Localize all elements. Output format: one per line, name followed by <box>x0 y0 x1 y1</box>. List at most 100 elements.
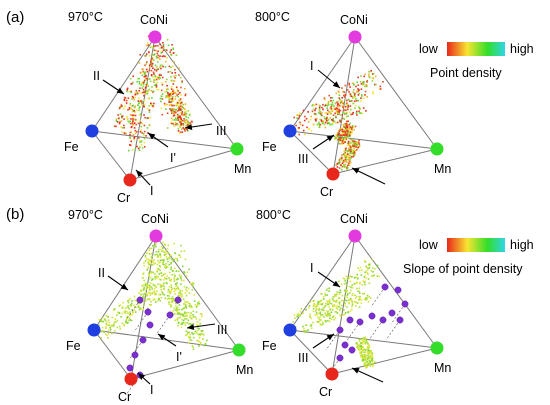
cloud-point <box>192 323 195 325</box>
cloud-point <box>147 117 149 119</box>
cloud-point <box>181 119 184 122</box>
cloud-point <box>305 117 308 120</box>
vertex-label-mn: Mn <box>236 363 253 377</box>
cloud-point <box>169 292 171 295</box>
cloud-point <box>347 149 350 152</box>
cloud-point <box>312 103 314 106</box>
cloud-point <box>182 123 185 125</box>
cloud-point <box>357 146 360 149</box>
cloud-point <box>143 264 145 267</box>
cloud-point <box>179 98 182 100</box>
cloud-point <box>321 114 323 117</box>
cloud-point <box>172 299 174 302</box>
cloud-point <box>198 302 201 305</box>
cloud-point <box>157 276 159 278</box>
cloud-point <box>132 116 134 118</box>
cloud-point <box>361 284 363 286</box>
cloud-point <box>341 134 344 137</box>
cloud-point <box>168 93 171 96</box>
cloud-point <box>326 107 328 109</box>
cloud-point <box>338 159 341 161</box>
cloud-point <box>368 75 370 77</box>
cloud-point <box>349 93 351 95</box>
cloud-point <box>175 270 178 272</box>
cloud-point <box>184 111 186 114</box>
cloud-point <box>346 129 348 132</box>
cloud-point <box>126 88 128 91</box>
cloud-point <box>355 98 357 100</box>
cloud-point <box>148 88 150 91</box>
cloud-point <box>336 299 338 302</box>
cloud-point <box>150 286 153 288</box>
vertex-coni-marker <box>148 30 162 44</box>
cloud-point <box>343 91 345 93</box>
cloud-point <box>170 262 172 265</box>
cloud-point <box>159 43 161 46</box>
cloud-point <box>162 55 165 57</box>
cloud-point <box>304 133 306 136</box>
cloud-point <box>181 81 183 84</box>
cloud-point <box>191 332 193 334</box>
cloud-point <box>118 117 120 119</box>
cloud-point <box>331 110 334 112</box>
cloud-point <box>133 106 136 109</box>
cloud-point <box>338 297 341 299</box>
cloud-point <box>346 150 349 152</box>
cloud-point <box>173 112 175 115</box>
cloud-point <box>353 84 355 86</box>
cloud-point <box>296 114 298 116</box>
cloud-point <box>151 65 153 68</box>
cloud-point <box>331 97 334 99</box>
cloud-point <box>131 114 134 116</box>
cloud-point <box>363 359 365 361</box>
cloud-point <box>341 136 344 139</box>
cloud-point <box>174 252 177 255</box>
cloud-point <box>180 128 183 130</box>
cloud-point <box>183 250 186 252</box>
cloud-point <box>294 317 296 319</box>
cloud-point <box>185 275 188 277</box>
cloud-point <box>180 121 182 124</box>
edge-top-left <box>289 36 356 132</box>
cloud-point <box>160 52 163 54</box>
cloud-point <box>175 302 177 305</box>
cloud-point <box>134 93 137 96</box>
cloud-point <box>170 88 173 90</box>
cloud-point <box>302 330 305 332</box>
cloud-point <box>151 263 154 266</box>
cloud-point <box>345 138 348 140</box>
cloud-point <box>159 97 162 100</box>
cloud-point <box>170 76 172 78</box>
cloud-point <box>332 316 334 318</box>
cloud-point <box>140 140 143 142</box>
region-label: I' <box>170 151 176 165</box>
cloud-point <box>168 255 171 258</box>
cloud-point <box>161 64 163 67</box>
cloud-point <box>199 313 202 315</box>
cloud-point <box>331 105 333 107</box>
cloud-point <box>143 114 145 116</box>
cloud-point <box>138 107 140 109</box>
cloud-point <box>137 92 140 95</box>
cloud-point <box>309 315 311 318</box>
cloud-point <box>345 290 348 293</box>
cloud-point <box>182 313 184 316</box>
cloud-point <box>327 310 329 313</box>
cloud-point <box>326 315 329 317</box>
cloud-point <box>166 84 168 87</box>
edge-bottom-right <box>129 148 238 181</box>
cloud-point <box>138 109 140 112</box>
cloud-point <box>141 132 143 134</box>
cloud-point <box>176 308 178 311</box>
cloud-point <box>338 302 341 304</box>
cloud-point <box>155 70 158 72</box>
cloud-point <box>143 304 145 307</box>
cloud-point <box>357 347 360 349</box>
cloud-point <box>182 265 184 268</box>
cloud-point <box>157 299 159 302</box>
cloud-point <box>181 111 184 113</box>
cloud-point <box>145 44 148 47</box>
cloud-point <box>332 296 334 298</box>
cloud-point <box>170 54 173 56</box>
cloud-point <box>127 97 130 99</box>
